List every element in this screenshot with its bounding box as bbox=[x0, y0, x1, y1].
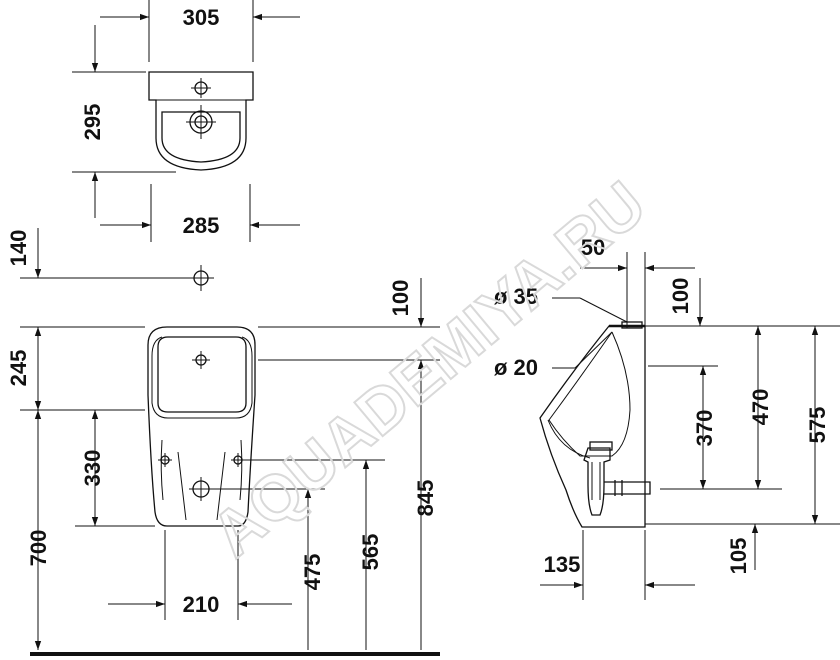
dim-50: 50 bbox=[581, 235, 605, 260]
top-view-bowl bbox=[161, 111, 241, 163]
dim-285: 285 bbox=[183, 213, 220, 238]
dim-700: 700 bbox=[26, 530, 51, 567]
dim-245: 245 bbox=[6, 350, 31, 387]
diam-20: ø 20 bbox=[494, 355, 538, 380]
dim-845: 845 bbox=[413, 480, 438, 517]
front-view-outline bbox=[147, 326, 256, 527]
dim-575: 575 bbox=[805, 407, 830, 444]
dim-210: 210 bbox=[183, 592, 220, 617]
dim-370: 370 bbox=[692, 410, 717, 447]
side-view-siphon bbox=[583, 447, 611, 516]
top-view: 305 295 285 bbox=[72, 0, 300, 242]
side-view: 50 100 ø 35 ø 20 370 470 575 bbox=[494, 235, 840, 600]
front-view: 245 330 700 210 475 565 845 100 bbox=[6, 278, 440, 650]
dim-470: 470 bbox=[748, 389, 773, 426]
dim-295: 295 bbox=[80, 104, 105, 141]
diam-35: ø 35 bbox=[494, 284, 538, 309]
dim-565: 565 bbox=[358, 534, 383, 571]
top-view-outline bbox=[148, 71, 254, 171]
dim-135: 135 bbox=[544, 552, 581, 577]
inlet-marker: 140 bbox=[6, 228, 214, 291]
front-view-bowl bbox=[157, 336, 247, 413]
dim-100-side: 100 bbox=[668, 278, 693, 315]
dim-305: 305 bbox=[183, 5, 220, 30]
side-view-outline bbox=[539, 325, 646, 528]
dim-140: 140 bbox=[6, 230, 31, 267]
dim-105: 105 bbox=[726, 538, 751, 575]
dim-330: 330 bbox=[80, 450, 105, 487]
dim-100-front: 100 bbox=[388, 280, 413, 317]
dim-475: 475 bbox=[300, 554, 325, 591]
